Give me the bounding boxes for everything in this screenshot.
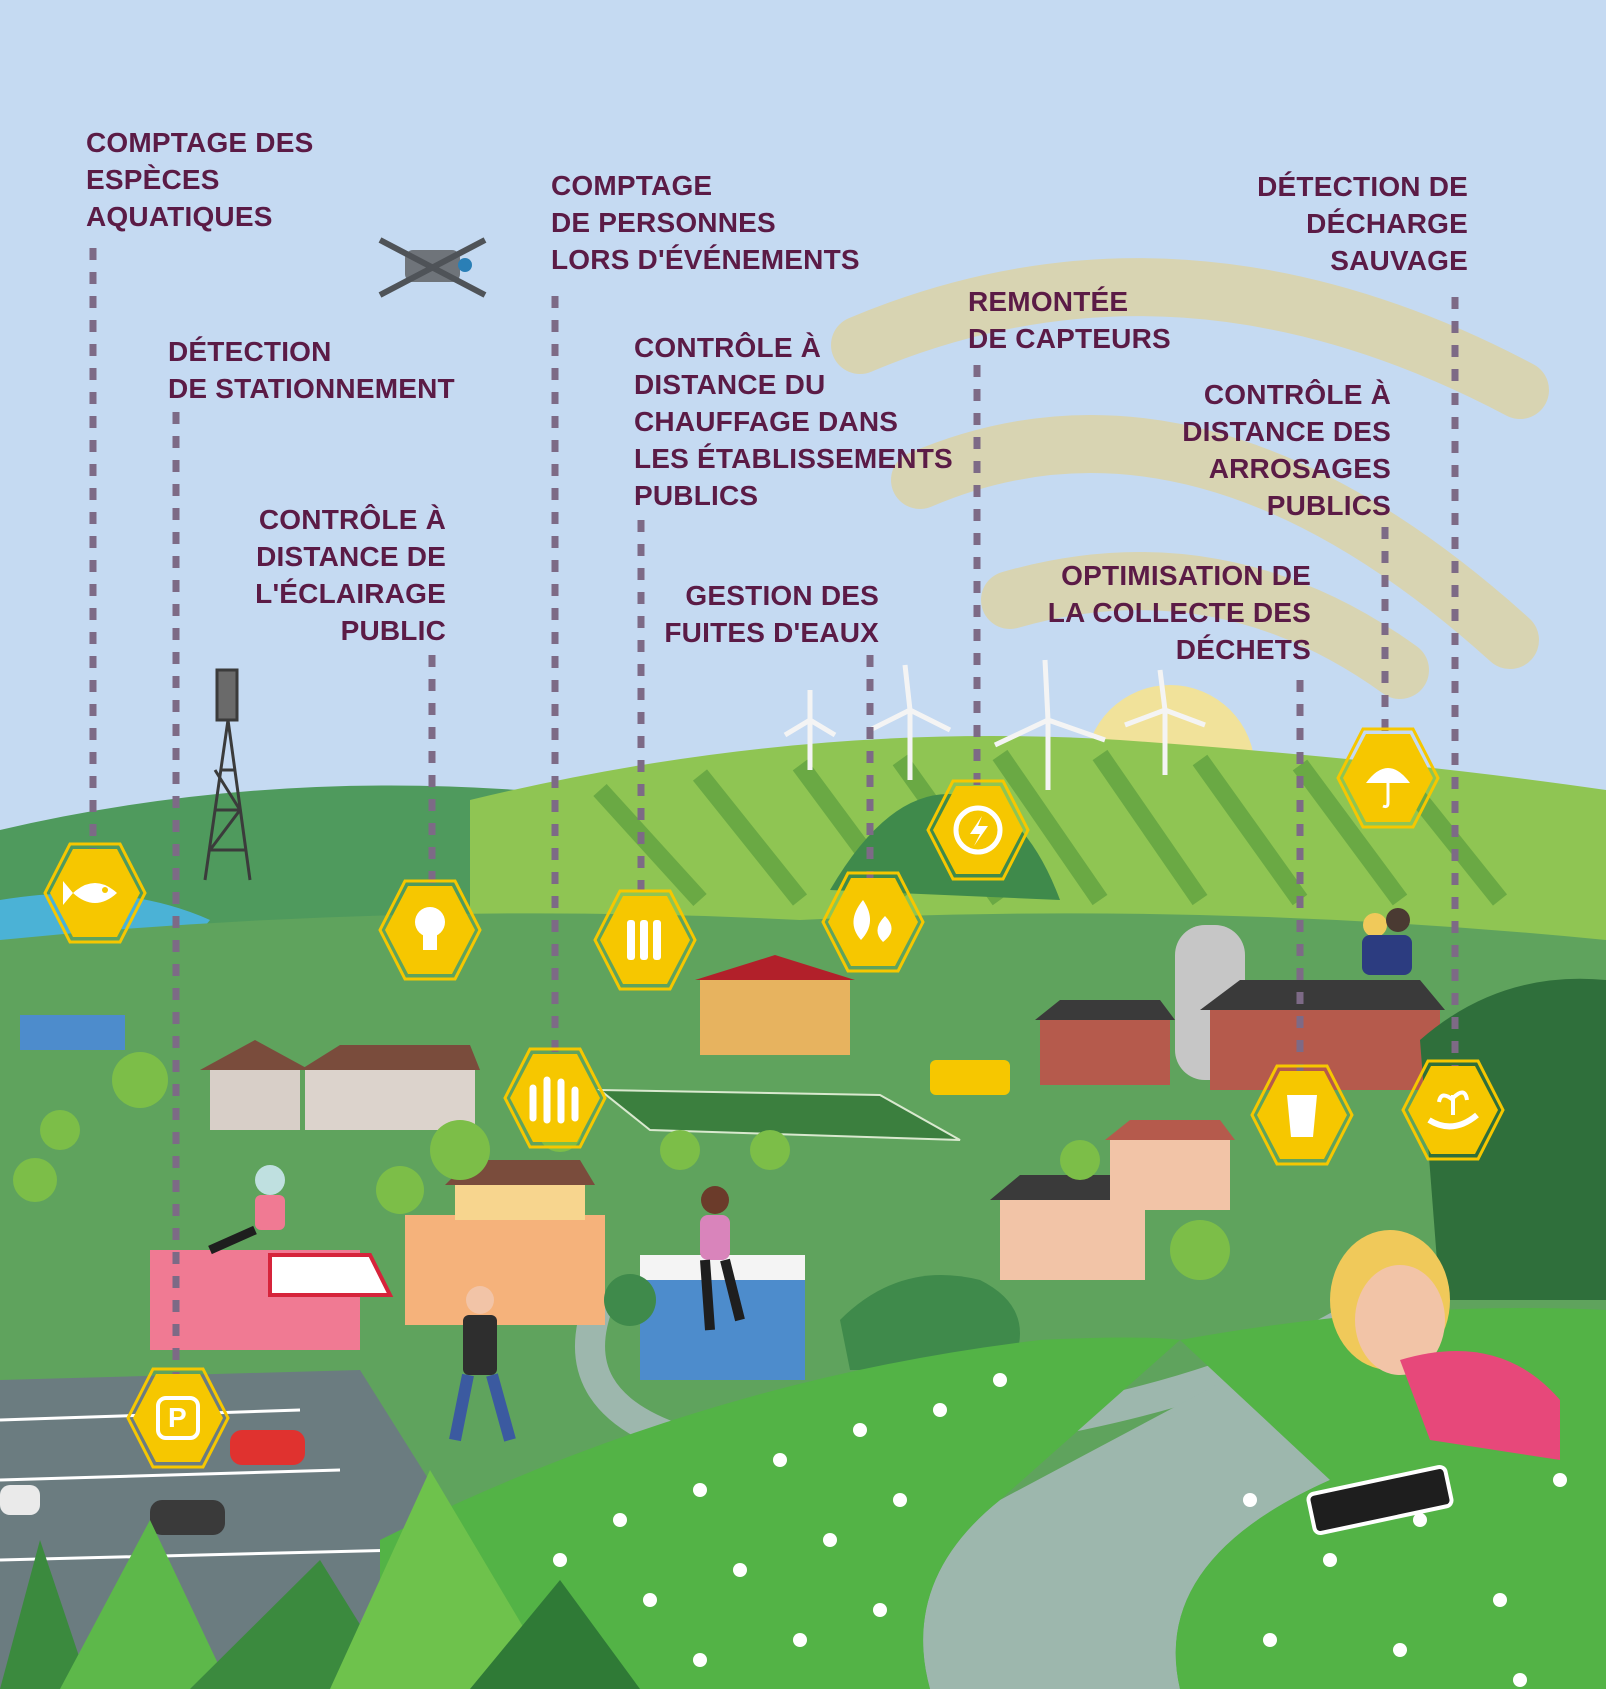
label-waste-collection: OPTIMISATION DE LA COLLECTE DES DÉCHETS	[1047, 560, 1311, 665]
signal-arcs	[831, 258, 1549, 699]
bush	[840, 1275, 1020, 1370]
flower-meadow	[380, 1337, 1180, 1689]
woman-reading	[208, 1165, 285, 1255]
walking-man	[449, 1286, 516, 1442]
hand-plant-icon	[1401, 1059, 1505, 1161]
raised-hands-icon	[503, 1047, 607, 1149]
radiator-icon	[593, 889, 697, 991]
foreground-leaves	[0, 1470, 640, 1689]
path	[923, 1330, 1330, 1689]
fish-icon	[43, 842, 147, 944]
forest	[1420, 978, 1606, 1300]
woman-with-tablet	[1306, 1230, 1560, 1536]
label-water-leaks: GESTION DES FUITES D'EAUX	[664, 580, 879, 648]
umbrella-rain-icon	[1336, 727, 1440, 829]
label-illegal-dumping: DÉTECTION DE DÉCHARGE SAUVAGE	[1257, 171, 1468, 276]
seated-woman	[700, 1186, 745, 1331]
parking-icon-letter: P	[168, 1402, 187, 1433]
antenna-tower	[203, 668, 252, 881]
cars	[0, 1430, 305, 1535]
lightbulb-icon	[378, 879, 482, 981]
trees	[13, 1052, 1230, 1326]
energy-cycle-icon	[926, 779, 1030, 881]
waste-bin-icon	[1250, 1064, 1354, 1166]
label-remote-heating: CONTRÔLE À DISTANCE DU CHAUFFAGE DANS LE…	[634, 332, 953, 511]
wind-turbines	[783, 659, 1206, 790]
label-sensor-data: REMONTÉE DE CAPTEURS	[968, 286, 1171, 354]
water-drops-icon	[821, 871, 925, 973]
sports-field	[597, 1088, 961, 1141]
label-public-watering: CONTRÔLE À DISTANCE DES ARROSAGES PUBLIC…	[1182, 379, 1391, 521]
leader-lines	[89, 248, 1459, 1378]
couple-on-roof	[1362, 908, 1412, 975]
label-people-counting: COMPTAGE DE PERSONNES LORS D'ÉVÉNEMENTS	[551, 170, 860, 275]
label-parking-detection: DÉTECTION DE STATIONNEMENT	[168, 336, 455, 404]
buildings	[20, 925, 1445, 1380]
label-aquatic-species: COMPTAGE DES ESPÈCES AQUATIQUES	[86, 127, 314, 232]
parking-icon	[126, 1367, 230, 1469]
label-public-lighting: CONTRÔLE À DISTANCE DE L'ÉCLAIRAGE PUBLI…	[255, 504, 446, 646]
drone	[378, 237, 487, 298]
daisies	[553, 1373, 1567, 1687]
